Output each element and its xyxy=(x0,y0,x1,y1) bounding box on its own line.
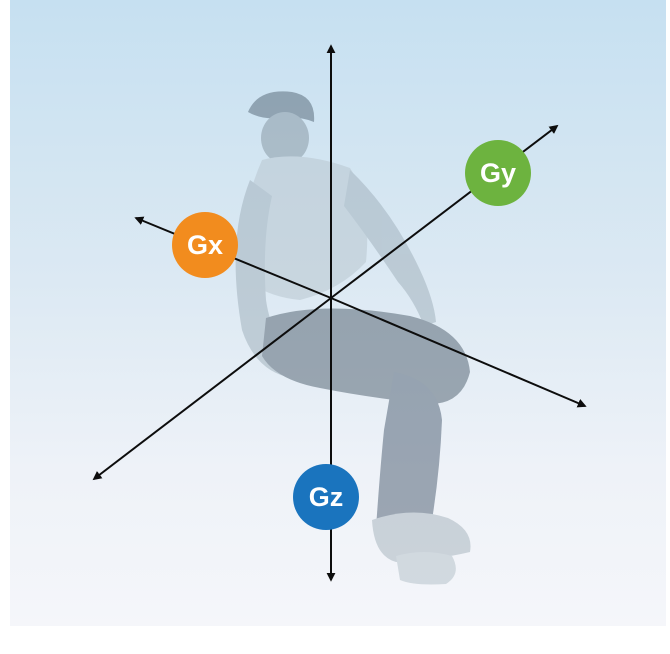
figure-right-arm xyxy=(344,170,436,326)
figure-thigh xyxy=(262,308,470,404)
figure-torso xyxy=(242,156,368,300)
gx-badge-label: Gx xyxy=(187,230,223,260)
gy-badge: Gy xyxy=(465,140,531,206)
seated-person-figure xyxy=(235,91,471,585)
gx-axis-right xyxy=(330,297,587,408)
figure-foot xyxy=(372,512,471,562)
figure-shin xyxy=(376,372,442,528)
figure-left-arm xyxy=(235,180,300,378)
gy-badge-circle xyxy=(465,140,531,206)
gy-badge-label: Gy xyxy=(480,158,516,188)
gz-badge: Gz xyxy=(293,464,359,530)
figure-cap xyxy=(248,91,315,122)
figure-head xyxy=(261,112,309,164)
gy-axis-down-left xyxy=(92,297,332,481)
gx-badge: Gx xyxy=(172,212,238,278)
gz-badge-label: Gz xyxy=(309,482,344,512)
figure-foot-back xyxy=(396,552,456,585)
gz-badge-circle xyxy=(293,464,359,530)
gx-badge-circle xyxy=(172,212,238,278)
